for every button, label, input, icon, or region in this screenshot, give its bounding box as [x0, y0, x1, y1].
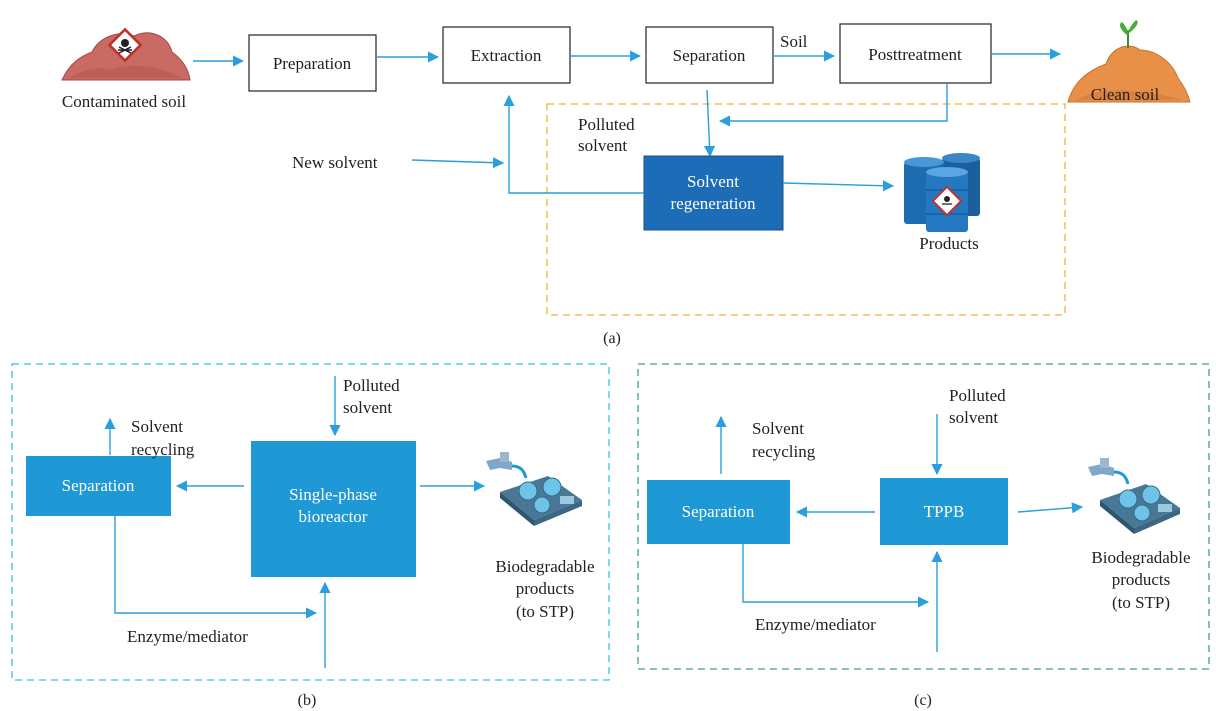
b-solvent-recycling-line2: recycling [131, 440, 195, 459]
preparation-label: Preparation [273, 54, 352, 73]
barrels-icon [904, 153, 980, 232]
c-enzyme-mediator-label: Enzyme/mediator [755, 615, 876, 634]
b-polluted-solvent-line2: solvent [343, 398, 392, 417]
panel-c-caption: (c) [914, 692, 932, 709]
b-biodegradable-line3: (to STP) [516, 602, 574, 621]
b-reactor-label-line1: Single-phase [289, 485, 377, 504]
c-biodegradable-line1: Biodegradable [1091, 548, 1190, 567]
posttreatment-box [839, 23, 992, 84]
separation-box [645, 26, 774, 84]
arrow-posttreatment-return [718, 84, 948, 127]
panel-b-dashed-border [11, 363, 610, 681]
c-polluted-solvent-line2: solvent [949, 408, 998, 427]
extraction-label: Extraction [471, 46, 542, 65]
arrow-regeneration-to-extraction [503, 94, 644, 194]
soil-edge-label: Soil [780, 32, 808, 51]
solvent-regeneration-label-line2: regeneration [671, 194, 756, 213]
c-arrow-enzyme-loop [742, 544, 930, 608]
c-separation-label: Separation [682, 502, 755, 521]
panel-a-caption: (a) [603, 330, 621, 347]
c-polluted-solvent-line1: Polluted [949, 386, 1006, 405]
separation-label: Separation [673, 46, 746, 65]
contaminated-soil-icon [61, 27, 191, 81]
panel-b-caption: (b) [298, 692, 317, 709]
b-separation-label: Separation [62, 476, 135, 495]
solvent-regeneration-label-line1: Solvent [687, 172, 739, 191]
posttreatment-label: Posttreatment [868, 45, 962, 64]
b-biodegradable-line1: Biodegradable [495, 557, 594, 576]
c-tppb-box [880, 478, 1008, 545]
c-separation-box [647, 480, 790, 544]
contaminated-soil-label: Contaminated soil [62, 92, 186, 111]
c-tppb-label: TPPB [924, 502, 965, 521]
b-arrow-enzyme-loop [114, 516, 318, 619]
c-arrow-tppb-to-stp [1017, 502, 1084, 514]
c-biodegradable-line2: products [1112, 570, 1171, 589]
polluted-solvent-label-line2: solvent [578, 136, 627, 155]
b-treatment-plant-icon [486, 452, 582, 526]
polluted-solvent-label-line1: Polluted [578, 115, 635, 134]
b-polluted-solvent-line1: Polluted [343, 376, 400, 395]
extraction-box [442, 26, 571, 84]
regeneration-dashed-region [546, 103, 1066, 316]
panel-c: Polluted solvent TPPB Separation Solvent… [637, 363, 1210, 709]
b-single-phase-bioreactor-box [251, 441, 416, 577]
clean-soil-label: Clean soil [1091, 85, 1160, 104]
panel-a: Contaminated soil Preparation Extraction… [61, 20, 1191, 347]
products-label: Products [919, 234, 979, 253]
b-biodegradable-line2: products [516, 579, 575, 598]
c-solvent-recycling-line2: recycling [752, 442, 816, 461]
c-solvent-recycling-line1: Solvent [752, 419, 804, 438]
solvent-regeneration-box [643, 155, 784, 231]
arrow-separation-to-regeneration [703, 89, 716, 158]
preparation-box [248, 34, 377, 92]
clean-soil-icon [1067, 20, 1191, 103]
c-treatment-plant-icon [1088, 458, 1180, 534]
panel-b: Polluted solvent Single-phase bioreactor… [11, 363, 610, 709]
c-biodegradable-line3: (to STP) [1112, 593, 1170, 612]
b-reactor-label-line2: bioreactor [299, 507, 368, 526]
b-separation-box [26, 456, 171, 516]
panel-c-dashed-border [637, 363, 1210, 670]
b-solvent-recycling-line1: Solvent [131, 417, 183, 436]
b-enzyme-mediator-label: Enzyme/mediator [127, 627, 248, 646]
arrow-regeneration-to-products [782, 180, 895, 192]
new-solvent-label: New solvent [292, 153, 378, 172]
arrow-new-solvent [411, 157, 505, 169]
